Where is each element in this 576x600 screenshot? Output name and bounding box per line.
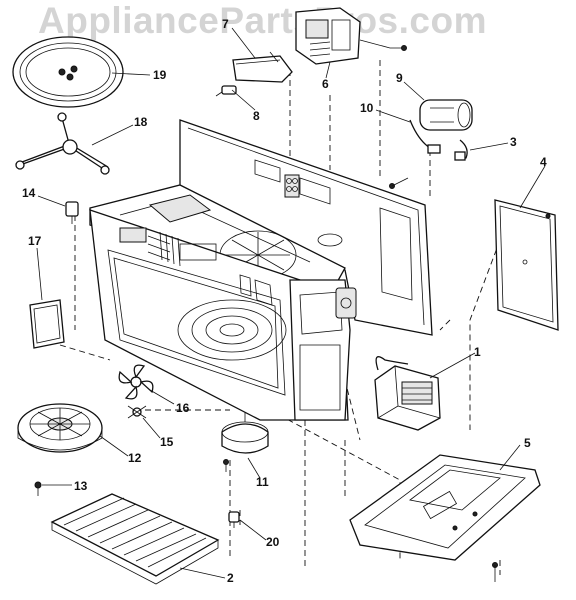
callout-11: 11 <box>256 475 269 489</box>
part-20-clip <box>228 511 240 528</box>
oven-cavity-assembly <box>89 119 433 421</box>
callout-18: 18 <box>134 115 148 129</box>
part-15-stirrer <box>127 405 147 419</box>
callout-5: 5 <box>524 436 531 450</box>
callout-12: 12 <box>128 451 142 465</box>
callout-19: 19 <box>153 68 167 82</box>
callout-20: 20 <box>266 535 280 549</box>
part-16-fan-blade <box>118 364 154 400</box>
part-19-turntable-tray <box>12 36 124 108</box>
part-18-roller-support <box>15 112 110 175</box>
callout-9: 9 <box>396 71 403 85</box>
watermark-text: AppliancePartsPros.com <box>38 0 487 41</box>
part-7-air-guide <box>232 51 293 83</box>
callout-14: 14 <box>22 186 36 200</box>
part-2-oven-rack <box>50 493 220 585</box>
callout-labels: 19 18 14 17 7 8 6 9 10 3 4 1 5 16 15 12 … <box>22 17 547 585</box>
callout-6: 6 <box>322 77 329 91</box>
part-9-capacitor <box>419 99 473 131</box>
part-14-coupler <box>65 201 79 224</box>
part-12-fan-housing <box>17 403 103 453</box>
callout-16: 16 <box>176 401 190 415</box>
callout-7: 7 <box>222 17 229 31</box>
callout-15: 15 <box>160 435 174 449</box>
part-5-base-plate <box>349 454 541 582</box>
part-11-turntable-motor <box>221 412 269 472</box>
part-17-waveguide-cover <box>29 299 65 349</box>
callout-1: 1 <box>474 345 481 359</box>
part-3-fuse-holder <box>454 139 468 161</box>
part-6-magnetron <box>295 7 407 65</box>
part-1-transformer <box>374 356 441 431</box>
callout-10: 10 <box>360 101 374 115</box>
leader-lines <box>36 27 546 579</box>
part-13-screw <box>34 481 42 496</box>
callout-13: 13 <box>74 479 88 493</box>
callout-2: 2 <box>227 571 234 585</box>
part-4-side-panel <box>494 199 559 331</box>
callout-17: 17 <box>28 234 42 248</box>
callout-8: 8 <box>253 109 260 123</box>
callout-4: 4 <box>540 155 547 169</box>
part-8-thermostat <box>215 85 237 97</box>
callout-3: 3 <box>510 135 517 149</box>
part-10-diode <box>389 119 441 189</box>
